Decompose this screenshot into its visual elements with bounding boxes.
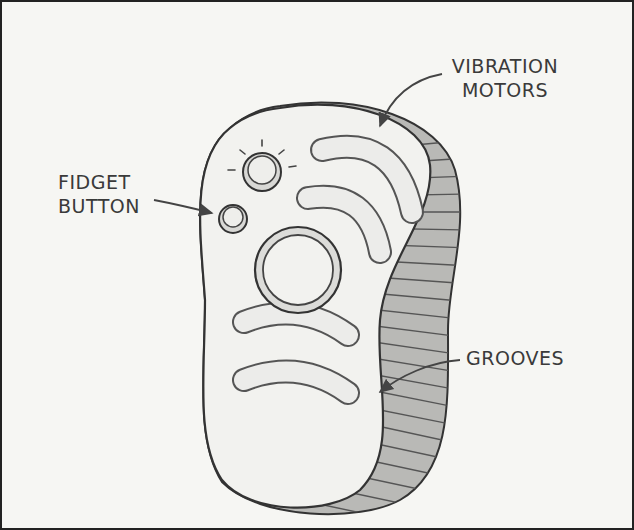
device-face bbox=[200, 105, 430, 508]
vibration-motors bbox=[244, 147, 412, 393]
device-side bbox=[200, 102, 460, 514]
fidget-buttons bbox=[219, 153, 281, 233]
part-label: VIBRATION MOTORS bbox=[440, 54, 570, 102]
part-label: FIDGET BUTTON bbox=[58, 170, 158, 218]
part-label: GROOVES bbox=[466, 346, 606, 370]
button-glow-rays bbox=[228, 140, 296, 170]
center-ring bbox=[255, 227, 341, 313]
leader-lines bbox=[154, 74, 460, 392]
